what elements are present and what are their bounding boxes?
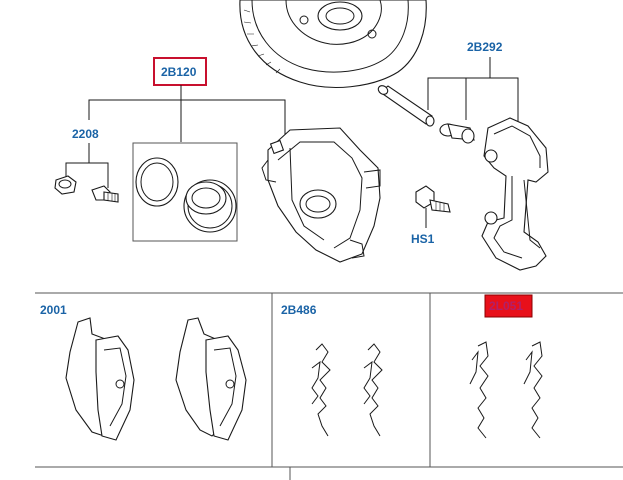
callout-hs1[interactable]: HS1 [411,232,435,246]
pad-clip-right[interactable] [523,341,543,439]
callout-2b292[interactable]: 2B292 [467,40,503,54]
brake-disc[interactable] [239,0,427,89]
brake-caliper[interactable] [261,127,381,263]
brake-pad-left[interactable] [65,317,135,441]
piston-boot[interactable] [183,179,237,233]
callout-2b120[interactable]: 2B120 [161,65,197,79]
callout-2208[interactable]: 2208 [72,127,99,141]
callout-2001[interactable]: 2001 [40,303,67,317]
caliper-carrier[interactable] [481,117,549,271]
pad-clip-left[interactable] [469,341,489,439]
bleed-screw[interactable] [91,185,119,203]
guide-pin-boot[interactable] [439,123,475,144]
seal-kit-box [132,142,238,242]
anti-rattle-spring-left[interactable] [311,343,331,437]
callout-2b486[interactable]: 2B486 [281,303,317,317]
brake-pad-right[interactable] [175,317,247,441]
bleed-cap[interactable] [54,175,77,195]
callout-2l051-highlight [484,294,533,318]
piston-seal-ring[interactable] [135,157,179,207]
anti-rattle-spring-right[interactable] [363,343,383,437]
guide-pin[interactable] [377,84,435,127]
callout-2l051[interactable]: 2L051 [489,299,523,313]
callout-2b120-highlight [153,57,207,86]
carrier-bolt[interactable] [415,185,451,213]
